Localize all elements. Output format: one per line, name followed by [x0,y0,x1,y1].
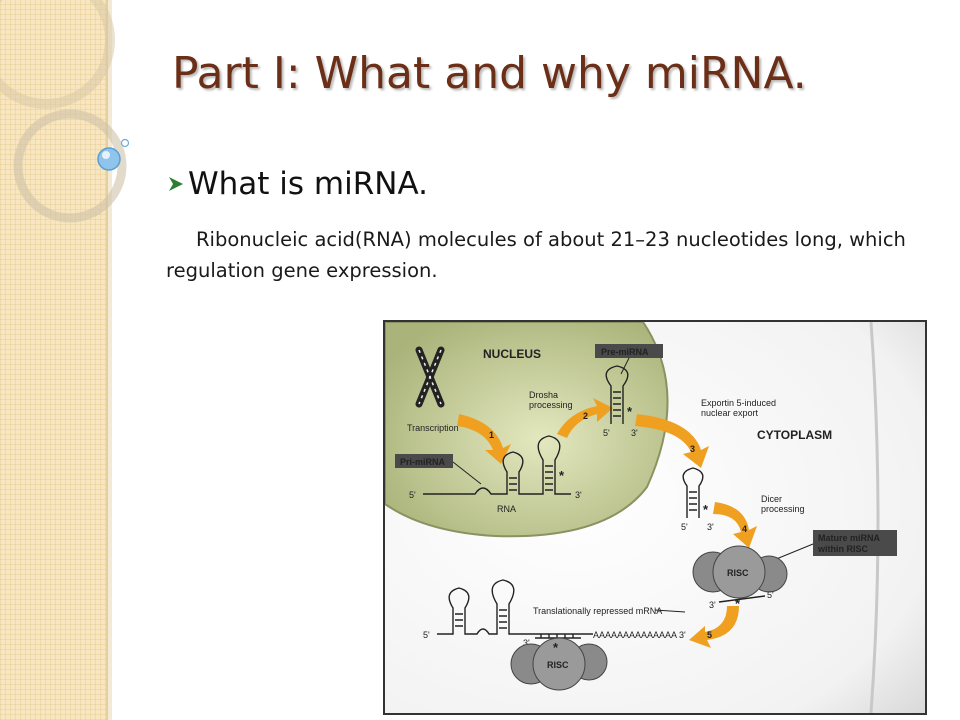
definition-paragraph: Ribonucleic acid(RNA) molecules of about… [166,228,906,282]
deco-orb-small [120,138,130,148]
transcription-label: Transcription [407,423,459,433]
pri-mirna-label: Pri-miRNA [400,457,446,467]
pri-mirna-5prime: 5' [409,490,416,500]
pri-mirna-label-box [395,454,453,468]
risc-upper-3prime: 3' [709,600,716,610]
svg-text:3: 3 [690,444,695,454]
deco-circle-mid [13,109,127,223]
dicer-label-line1: Dicer [761,494,782,504]
side-band-edge [108,0,112,720]
step-2-arrow: 2 [557,398,613,438]
slide-title: Part I: What and why miRNA. [172,48,807,99]
pre-mirna-label: Pre-miRNA [601,347,649,357]
polya-3prime: 3' [679,630,686,640]
bullet-item: What is miRNA. [166,166,428,202]
pre-mirna-hairpin [605,365,629,424]
risc-complex-upper [692,545,788,599]
cytoplasm-pre-mirna-3prime: 3' [707,522,714,532]
arrow-bullet-icon [169,177,183,191]
repressed-mrna-label: Translationally repressed mRNA [533,606,662,616]
nucleus-label: NUCLEUS [483,347,541,361]
mirna-pathway-figure: NUCLEUS CYTOPLASM Transcription 1 2 3 4 [383,320,927,715]
pre-mirna-3prime: 3' [631,428,638,438]
drosha-label-line2: processing [529,400,573,410]
repressed-mrna-5prime: 5' [423,630,430,640]
cytoplasm-label: CYTOPLASM [757,428,832,442]
chromosome-icon [415,346,445,408]
exportin-label-line1: Exportin 5-induced [701,398,776,408]
cytoplasm-pre-mirna-star: * [703,502,709,517]
risc-upper-5prime: 5' [767,590,774,600]
risc-label-lower: RISC [547,660,569,670]
exportin-label-line2: nuclear export [701,408,759,418]
pri-mirna-star: * [559,468,565,483]
svg-text:1: 1 [489,430,494,440]
risc-label-upper: RISC [727,568,749,578]
pre-mirna-5prime: 5' [603,428,610,438]
step-1-arrow: 1 [457,414,511,464]
rna-label: RNA [497,504,516,514]
repressed-mrna-pointer [654,609,686,613]
pre-mirna-pointer [620,357,630,375]
nucleus-region [385,322,669,538]
deco-circle-large [0,0,115,109]
mature-mirna-label-box [813,530,897,556]
mature-mirna-label-line1: Mature miRNA [818,533,881,543]
mirna-pathway-diagram: NUCLEUS CYTOPLASM Transcription 1 2 3 4 [385,322,925,713]
dicer-label-line2: processing [761,504,805,514]
mature-mirna-strand [718,595,766,603]
cytoplasm-pre-mirna-5prime: 5' [681,522,688,532]
svg-text:2: 2 [583,411,588,421]
cell-membrane [869,322,880,713]
risc-complex-lower [510,637,608,691]
step-5-arrow: 5 [689,606,739,648]
deco-orb-highlight [102,151,110,159]
pre-mirna-label-box [595,344,663,358]
repressed-mirna-3prime: 3' [523,638,530,648]
risc-upper-star: * [735,596,741,611]
mature-mirna-label-line2: within RISC [817,544,868,554]
cytoplasm-pre-mirna [682,467,704,518]
step-4-arrow: 4 [713,502,757,548]
pri-mirna-pointer [452,461,482,485]
risc-lower-star: * [553,640,559,655]
step-3-arrow: 3 [635,414,709,468]
drosha-label-line1: Drosha [529,390,558,400]
svg-text:4: 4 [742,524,747,534]
polya-tail: AAAAAAAAAAAAAA [593,630,677,640]
decorative-circles [0,0,130,223]
pre-mirna-star: * [627,404,633,419]
deco-orb-blue [97,147,121,171]
pri-mirna-strand [423,435,571,495]
bullet-text: What is miRNA. [188,166,428,202]
svg-text:5: 5 [707,630,712,640]
pri-mirna-3prime: 3' [575,490,582,500]
